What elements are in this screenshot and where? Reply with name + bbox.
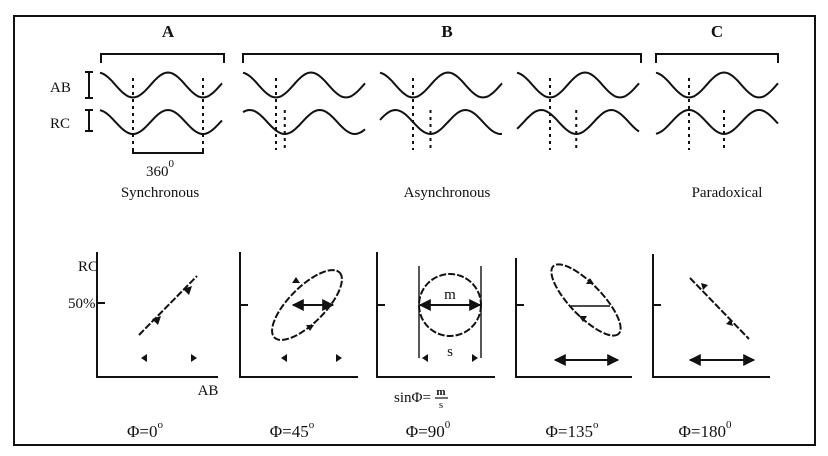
group-a-bracket xyxy=(100,53,225,63)
period-bracket xyxy=(132,148,204,154)
rc-amplitude-bar xyxy=(85,109,93,132)
plot-2-direction-arrow xyxy=(292,277,314,331)
rc-wave-45 xyxy=(242,108,366,136)
ab-amplitude-bar xyxy=(85,71,93,99)
plot-1-loop-line xyxy=(138,275,198,336)
period-label: 3600 xyxy=(146,158,175,180)
group-b-bracket xyxy=(242,53,642,63)
ab-signal-label: AB xyxy=(50,80,71,96)
caption-paradoxical: Paradoxical xyxy=(692,185,763,201)
phase-label-90: Φ=900 xyxy=(406,419,451,441)
sin-phi-formula: sinΦ= m s xyxy=(394,386,448,411)
plot-2-axes xyxy=(239,252,358,378)
plot-5-loop-line xyxy=(689,277,750,340)
phase-label-180: Φ=1800 xyxy=(678,419,732,441)
y-tick-50-label: 50% xyxy=(68,296,96,312)
phase-label-45: Φ=45o xyxy=(270,419,315,441)
ab-wave-135 xyxy=(516,71,640,99)
plot-2-ellipse-loop xyxy=(271,269,343,341)
waveforms xyxy=(99,71,779,150)
rc-wave-0 xyxy=(99,108,223,135)
plot-3-s-arrowheads xyxy=(422,354,478,362)
plot-3-m-label: m xyxy=(444,287,456,303)
caption-synchronous: Synchronous xyxy=(121,185,199,201)
phase-label-135: Φ=135o xyxy=(545,419,599,441)
group-c-label: C xyxy=(711,22,723,41)
plot-1-range-arrowheads xyxy=(141,354,197,362)
plot-4-ellipse-loop xyxy=(550,263,622,337)
ab-wave-180 xyxy=(655,71,779,99)
rc-wave-135 xyxy=(516,108,640,136)
figure-frame xyxy=(13,15,816,446)
plot-5-direction-arrow xyxy=(701,283,733,326)
rc-signal-label: RC xyxy=(50,116,70,132)
plot-5-axes xyxy=(652,254,770,378)
plot-3-s-label: s xyxy=(447,344,453,360)
plot-1-direction-arrow xyxy=(152,286,192,325)
group-a-label: A xyxy=(162,22,175,41)
caption-asynchronous: Asynchronous xyxy=(404,185,491,201)
ab-wave-90 xyxy=(379,71,503,99)
svg-text:sinΦ=: sinΦ= xyxy=(394,390,431,406)
rc-wave-90 xyxy=(379,108,503,136)
plot-4-axes xyxy=(515,258,632,378)
plot-3-span-lines xyxy=(418,266,482,358)
phase-label-0: Φ=0o xyxy=(127,419,164,441)
svg-text:s: s xyxy=(439,399,443,411)
ab-wave-45 xyxy=(242,71,366,99)
rc-axis-label: RC xyxy=(78,259,98,275)
ab-wave-0 xyxy=(99,71,223,99)
group-b-label: B xyxy=(441,22,452,41)
plot-4-direction-arrow xyxy=(579,278,594,322)
group-c-bracket xyxy=(655,53,779,63)
rc-wave-180 xyxy=(655,109,779,136)
ab-axis-label: AB xyxy=(198,383,219,399)
svg-text:m: m xyxy=(436,386,445,398)
plot-3-axes xyxy=(376,252,495,378)
plot-1-axes xyxy=(96,252,218,378)
